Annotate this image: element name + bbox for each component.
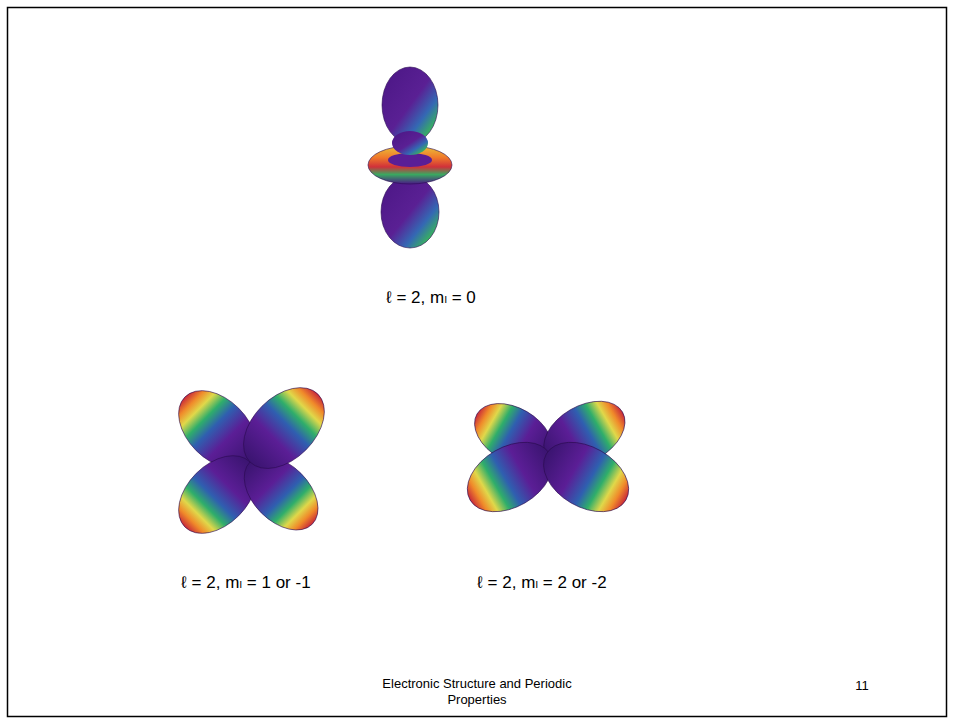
slide-number: 11 xyxy=(855,678,869,693)
dz2-orbital xyxy=(368,67,452,248)
orbital-label: ℓ = 2, mₗ = 2 or -2 xyxy=(477,572,606,593)
slide-border xyxy=(8,8,947,717)
dxz-orbital xyxy=(164,372,340,548)
orbital-label: ℓ = 2, mₗ = 0 xyxy=(386,287,476,308)
footer-text: Electronic Structure and Periodic Proper… xyxy=(367,676,587,707)
dxy-orbital xyxy=(455,388,641,526)
orbital-label: ℓ = 2, mₗ = 1 or -1 xyxy=(181,572,310,593)
